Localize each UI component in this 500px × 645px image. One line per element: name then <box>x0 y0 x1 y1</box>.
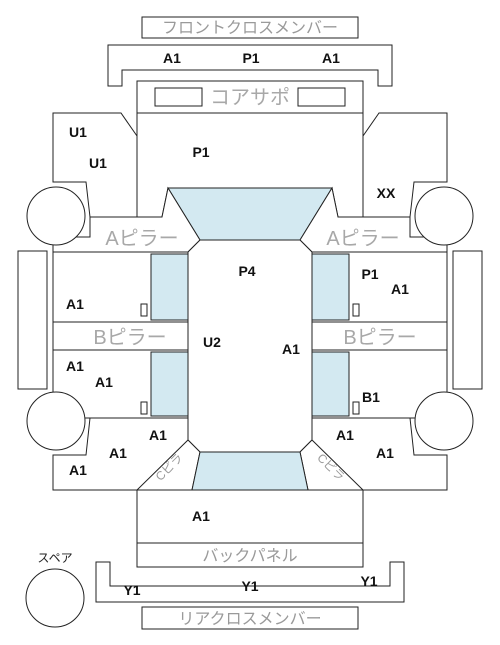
rear-cross-member-box <box>141 606 359 630</box>
code-hood: P1 <box>192 144 209 160</box>
a-pillar-right-label: Aピラー <box>326 228 399 250</box>
code-quarter-left-2: A1 <box>109 445 127 461</box>
core-support-slot-left <box>154 87 203 107</box>
wheel-rear-right <box>414 391 474 451</box>
right-side-panel <box>452 250 483 390</box>
rear-window <box>191 451 309 491</box>
door-handle-rear-left <box>140 401 148 415</box>
code-step-right: A1 <box>282 341 300 357</box>
core-support-slot-right <box>297 87 346 107</box>
code-rear-door-left-2: A1 <box>95 374 113 390</box>
code-quarter-right-1: A1 <box>336 427 354 443</box>
b-pillar-left-shape <box>52 321 191 351</box>
code-quarter-left-3: A1 <box>69 462 87 478</box>
rear-window-left <box>150 351 189 417</box>
code-rear-door-left-1: A1 <box>66 358 84 374</box>
core-support-label: コアサポ <box>210 86 290 109</box>
front-fender-right <box>362 112 448 218</box>
code-rear-door-right: B1 <box>362 389 380 405</box>
code-rear-cross-right: Y1 <box>360 573 377 589</box>
left-side-panel <box>17 250 48 390</box>
b-pillar-left-label: Bピラー <box>93 327 166 349</box>
front-cross-member-bracket <box>107 44 393 87</box>
spare-label: スペア <box>37 551 72 565</box>
wheel-front-left <box>26 186 86 246</box>
front-cross-member-box <box>141 16 359 39</box>
code-quarter-left-1: A1 <box>149 427 167 443</box>
code-roof: P4 <box>238 263 255 279</box>
door-handle-front-left <box>140 303 148 317</box>
code-rear-cross-left: Y1 <box>123 582 140 598</box>
code-rear-cross-center: Y1 <box>241 578 258 594</box>
a-pillar-left-label: Aピラー <box>105 228 178 250</box>
code-front-door-right-2: A1 <box>391 281 409 297</box>
code-step-left: U2 <box>203 334 221 350</box>
b-pillar-right-label: Bピラー <box>343 327 416 349</box>
front-window-left <box>150 253 189 321</box>
code-front-door-left: A1 <box>66 296 84 312</box>
code-front-cross-center: P1 <box>242 50 259 66</box>
door-handle-rear-right <box>352 401 360 415</box>
code-front-fender-left-2: U1 <box>89 155 107 171</box>
front-window-right <box>311 253 350 321</box>
code-quarter-right-2: A1 <box>376 445 394 461</box>
back-panel-box <box>136 542 364 568</box>
code-front-fender-left-1: U1 <box>69 124 87 140</box>
back-panel-label: バックパネル <box>202 547 297 565</box>
code-front-fender-right: XX <box>377 185 396 201</box>
code-front-cross-right: A1 <box>322 50 340 66</box>
rear-window-right <box>311 351 350 417</box>
rear-cross-member-bracket <box>95 561 405 603</box>
rear-cross-member-label: リアクロスメンバー <box>178 610 321 628</box>
core-support-box <box>136 80 364 114</box>
code-front-cross-left: A1 <box>163 50 181 66</box>
wheel-rear-left <box>26 391 86 451</box>
spare-tire <box>25 568 85 628</box>
trunk-panel <box>136 489 364 544</box>
code-trunk: A1 <box>192 508 210 524</box>
wheel-front-right <box>414 186 474 246</box>
code-front-door-right-1: P1 <box>361 266 378 282</box>
front-cross-member-label: フロントクロスメンバー <box>162 19 338 37</box>
door-handle-front-right <box>352 303 360 317</box>
